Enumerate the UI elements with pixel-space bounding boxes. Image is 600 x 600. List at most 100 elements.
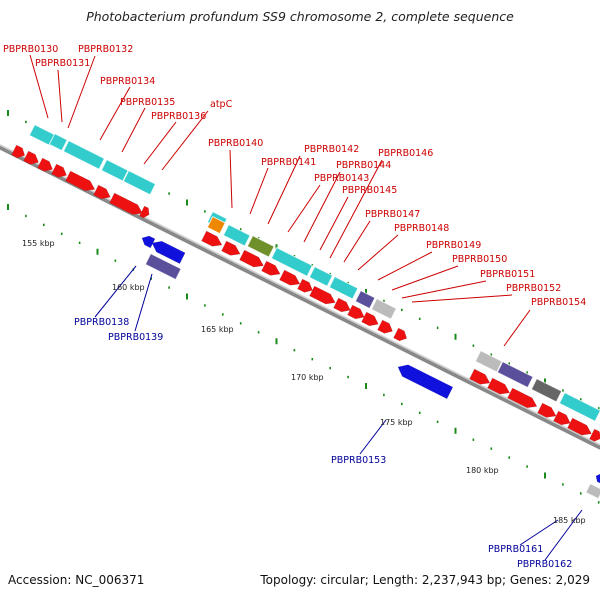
leader-line-top [401, 280, 487, 299]
reverse-gene-track[interactable] [140, 234, 600, 500]
leader-line-top [267, 155, 301, 225]
forward-gene-arrow [347, 304, 365, 320]
gene-label-top[interactable]: PBPRB0131 [35, 58, 90, 69]
cog-block [496, 360, 534, 389]
leader-line-top [143, 121, 177, 165]
leader-line-top [357, 234, 399, 271]
accession-text: Accession: NC_006371 [8, 573, 145, 587]
cog-block [270, 246, 314, 277]
forward-gene-arrow [201, 230, 223, 247]
forward-gene-arrow [279, 269, 301, 286]
forward-gene-arrow [51, 163, 67, 178]
genome-backbone [0, 144, 600, 450]
cog-block [222, 223, 251, 247]
cog-block [530, 377, 563, 403]
gene-label-top[interactable]: PBPRB0136 [151, 111, 206, 122]
forward-gene-arrow [361, 311, 379, 327]
forward-gene-track[interactable] [11, 144, 600, 443]
kbp-label: 180 kbp [466, 466, 499, 475]
reverse-gene-arrow [397, 364, 454, 400]
kbp-label: 175 kbp [380, 418, 413, 427]
gene-label-top[interactable]: PBPRB0145 [342, 185, 397, 196]
cog-block [308, 265, 334, 287]
leader-line-bottom [544, 509, 583, 561]
topology-text: Topology: circular; Length: 2,237,943 bp… [260, 573, 590, 587]
forward-gene-arrow [11, 144, 26, 159]
leader-line-top [329, 159, 383, 259]
leader-line-top [249, 167, 269, 215]
reverse-gene-cog [144, 252, 182, 281]
forward-gene-arrow [567, 417, 592, 436]
gene-label-bottom[interactable]: PBPRB0162 [517, 559, 572, 570]
leader-line-top [67, 55, 96, 129]
gene-label-top[interactable]: PBPRB0143 [314, 173, 369, 184]
forward-gene-arrow [469, 368, 491, 385]
forward-gene-arrow [333, 297, 351, 313]
forward-gene-arrow [589, 428, 600, 442]
leader-line-top [161, 110, 209, 171]
gene-label-top[interactable]: atpC [210, 99, 233, 110]
gene-label-top[interactable]: PBPRB0141 [261, 157, 316, 168]
leader-line-top [29, 54, 49, 119]
cog-block [206, 215, 226, 235]
leader-line-top [503, 309, 531, 347]
leader-line-top [343, 220, 371, 263]
gene-label-bottom[interactable]: PBPRB0138 [74, 317, 129, 328]
reverse-gene-cog [585, 482, 600, 500]
leader-line-bottom [359, 419, 387, 455]
gene-label-top[interactable]: PBPRB0146 [378, 148, 433, 159]
forward-gene-arrow [393, 327, 408, 342]
gene-label-top[interactable]: PBPRB0142 [304, 144, 359, 155]
cog-block [100, 158, 129, 182]
leader-line-top [121, 107, 146, 153]
cog-block [328, 275, 359, 300]
gene-label-top[interactable]: PBPRB0144 [336, 160, 391, 171]
gene-label-top[interactable]: PBPRB0152 [506, 283, 561, 294]
gene-label-top[interactable]: PBPRB0135 [120, 97, 175, 108]
cog-block [48, 132, 68, 152]
kbp-label: 185 kbp [553, 516, 586, 525]
forward-gene-arrow [297, 278, 313, 293]
gene-label-bottom[interactable]: PBPRB0153 [331, 455, 386, 466]
forward-gene-arrow [261, 260, 281, 276]
reverse-gene-arrow [141, 235, 156, 249]
forward-gene-arrow [109, 192, 143, 215]
tick-marks [7, 110, 600, 504]
gene-label-top[interactable]: PBPRB0150 [452, 254, 507, 265]
cog-block [62, 139, 106, 170]
forward-gene-arrow [65, 170, 96, 192]
gene-label-top[interactable]: PBPRB0147 [365, 209, 420, 220]
leader-line-top [229, 149, 233, 209]
cog-category-track [28, 123, 600, 422]
leader-line-bottom [94, 265, 137, 318]
leader-line-top [303, 171, 341, 243]
label-leader-lines [29, 54, 583, 561]
kbp-label: 160 kbp [112, 283, 145, 292]
forward-gene-arrow [507, 387, 538, 409]
gene-label-bottom[interactable]: PBPRB0139 [108, 332, 163, 343]
gene-label-top[interactable]: PBPRB0132 [78, 44, 133, 55]
cog-block [246, 234, 275, 258]
cog-block [122, 169, 157, 196]
leader-line-top [57, 69, 63, 123]
gene-label-top[interactable]: PBPRB0154 [531, 297, 586, 308]
forward-gene-arrow [37, 157, 53, 172]
forward-gene-arrow [239, 249, 264, 268]
reverse-gene-arrow [595, 473, 600, 485]
map-title: Photobacterium profundum SS9 chromosome … [86, 9, 514, 24]
gene-label-bottom[interactable]: PBPRB0161 [488, 544, 543, 555]
cog-block [474, 349, 503, 373]
leader-line-top [287, 184, 321, 233]
forward-gene-arrow [93, 184, 111, 200]
gene-label-top[interactable]: PBPRB0130 [3, 44, 58, 55]
forward-gene-arrow [377, 319, 393, 334]
cog-block [558, 391, 600, 422]
gene-label-top[interactable]: PBPRB0134 [100, 76, 155, 87]
forward-gene-arrow [309, 285, 336, 305]
gene-label-top[interactable]: PBPRB0149 [426, 240, 481, 251]
gene-label-top[interactable]: PBPRB0151 [480, 269, 535, 280]
forward-gene-arrow [537, 402, 557, 418]
gene-label-top[interactable]: PBPRB0140 [208, 138, 263, 149]
gene-label-top[interactable]: PBPRB0148 [394, 223, 449, 234]
